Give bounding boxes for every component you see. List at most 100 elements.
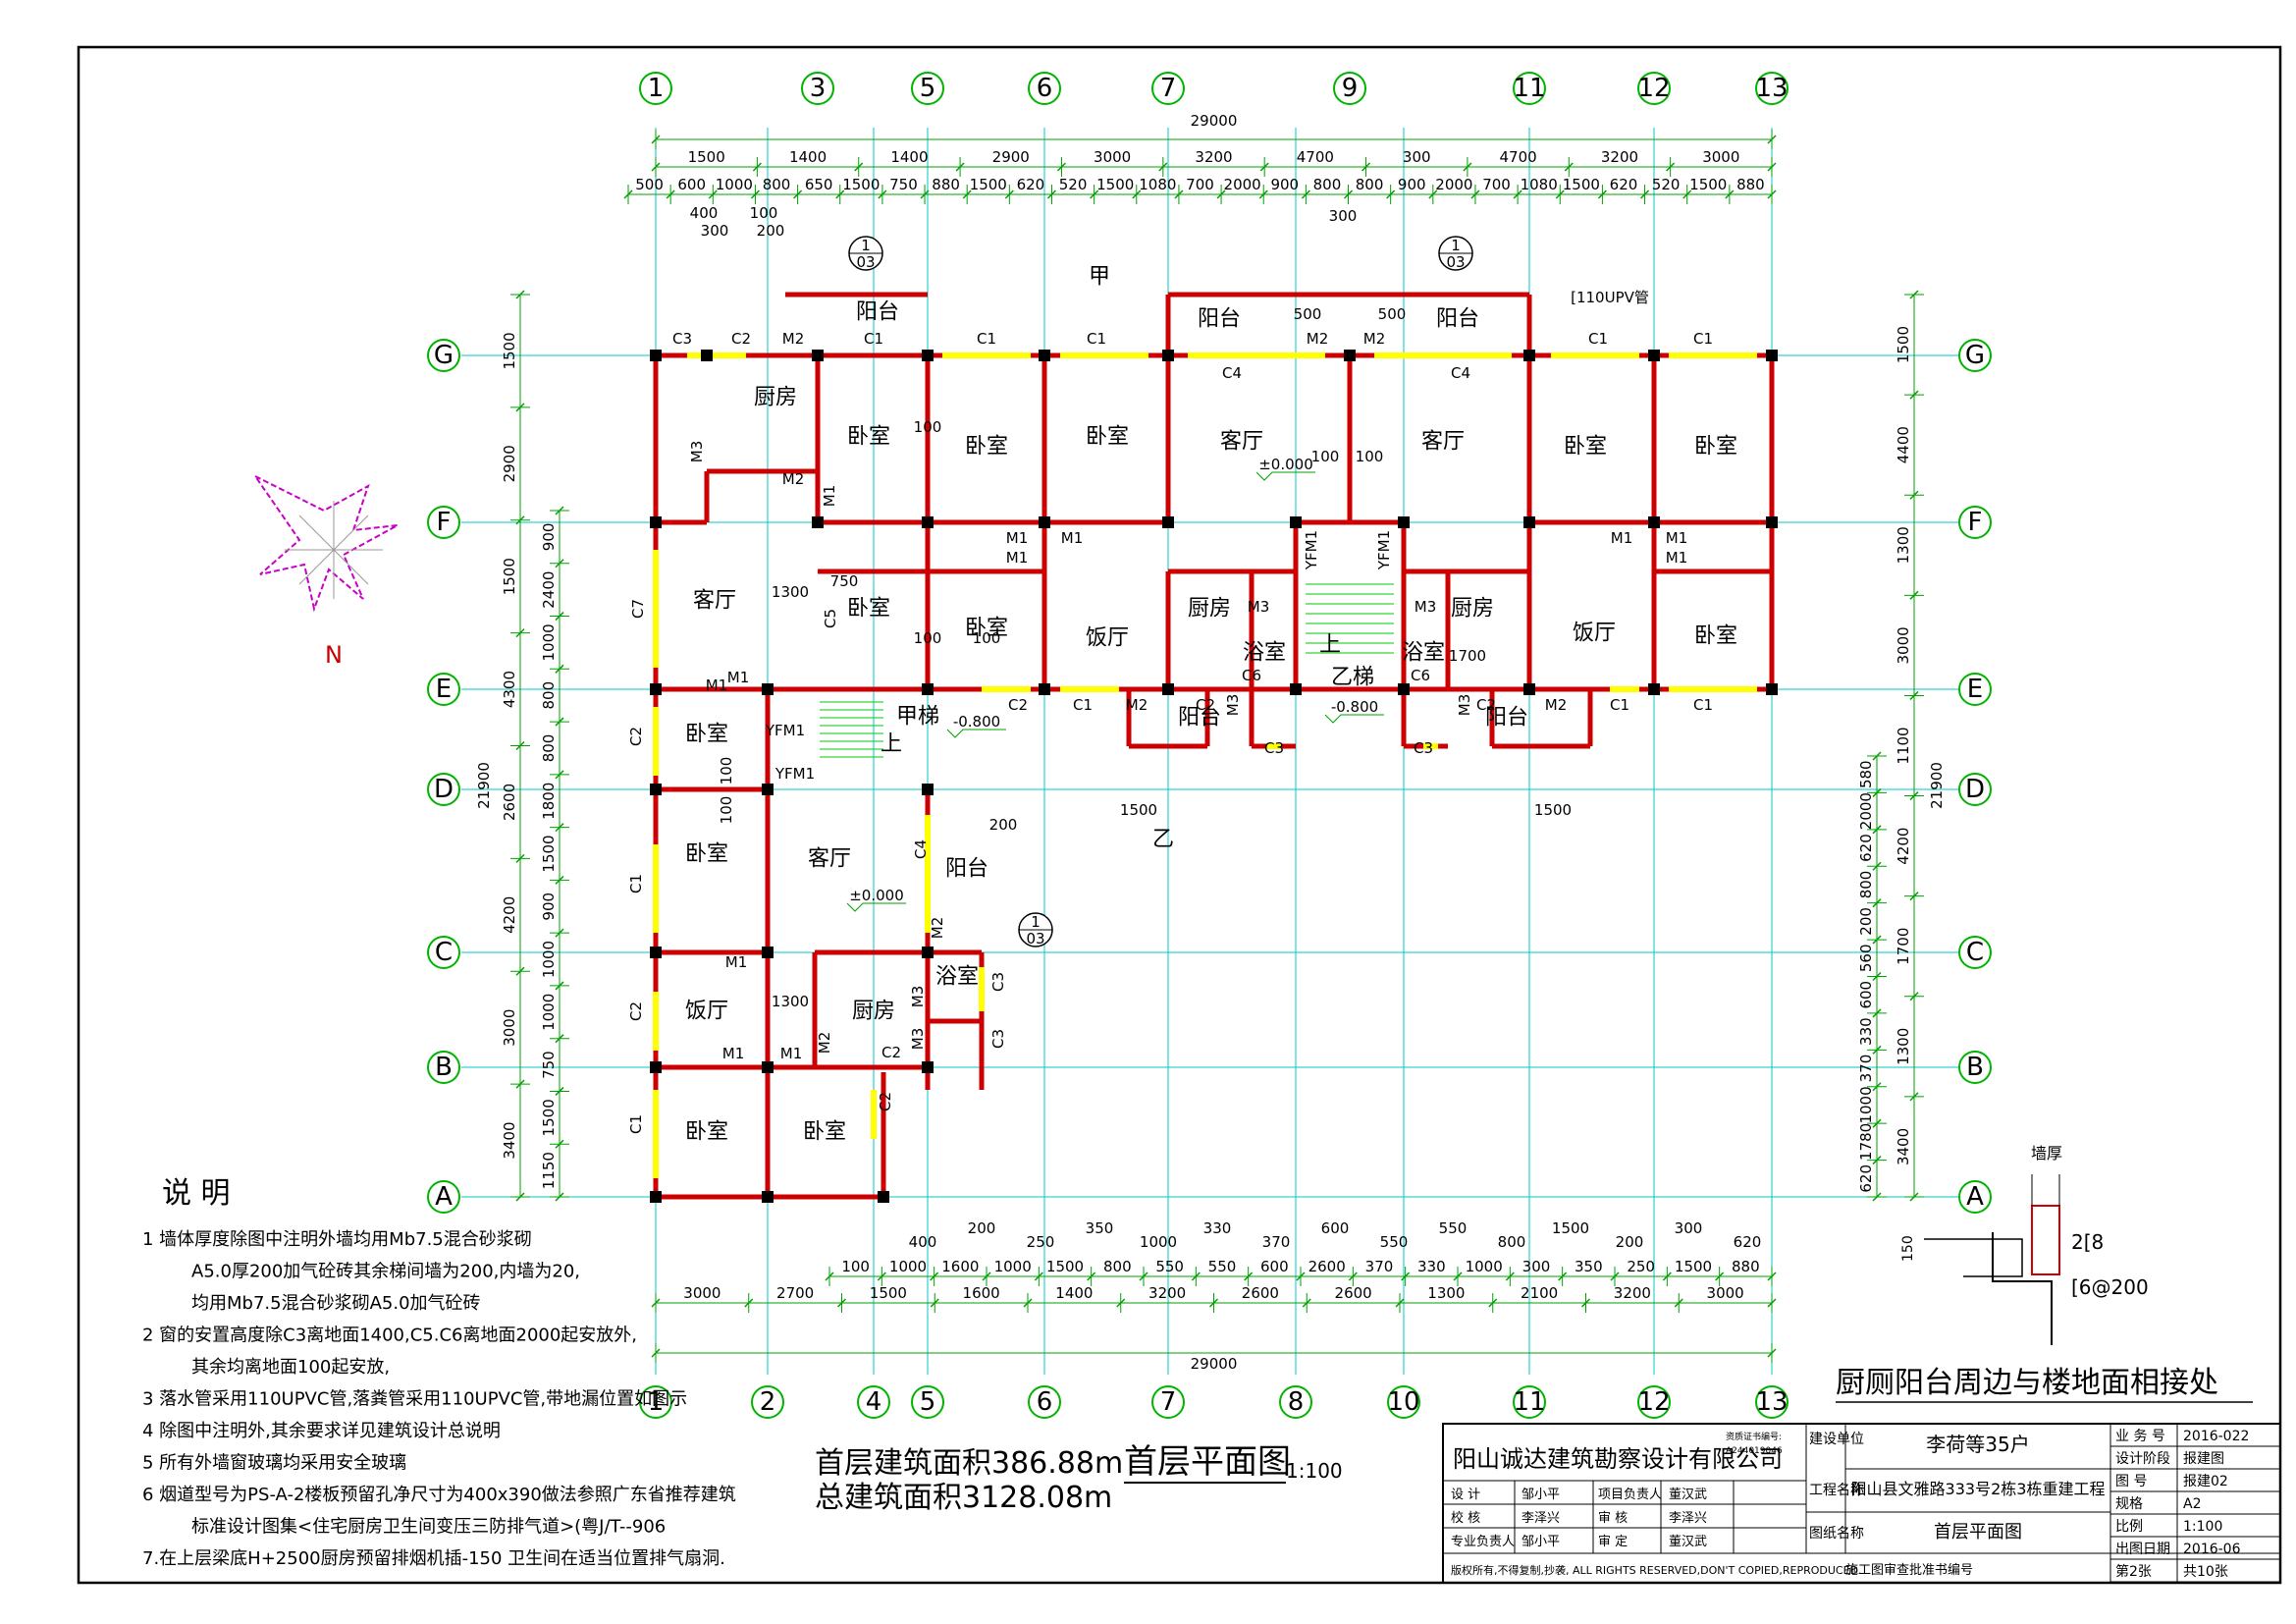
room-label: 阳台: [1178, 706, 1221, 731]
opening-tag: C1: [627, 1114, 645, 1134]
grid-bubble-left-D-label: D: [434, 775, 454, 804]
grid-bubble-top-12-label: 12: [1637, 74, 1670, 103]
grid-bubble-left-D: D: [427, 773, 460, 806]
grid-bubble-bottom-13-label: 13: [1755, 1387, 1788, 1417]
room-dim: 1500: [1534, 801, 1572, 819]
bottom-dim-row1-value: 1500: [870, 1284, 907, 1302]
opening-tag: M1: [727, 669, 750, 686]
right-dim-row1-value: 1500: [1895, 326, 1912, 363]
column: [1039, 683, 1050, 695]
top-dim-row2-value: 1500: [1689, 176, 1727, 193]
column: [701, 350, 713, 361]
room-label: 厨房: [754, 386, 797, 410]
opening-tag: YFM1: [774, 765, 815, 783]
right-dim-row2-value: 1780: [1857, 1123, 1875, 1161]
column: [1523, 683, 1535, 695]
svg-text:03: 03: [1446, 253, 1465, 271]
grid-bubble-top-11: 11: [1513, 72, 1546, 105]
top-dim-row1-value: 1400: [890, 148, 928, 166]
opening-tag: C2: [1476, 696, 1496, 714]
right-dim-row1-value: 3000: [1895, 626, 1912, 664]
grid-bubble-bottom-7: 7: [1151, 1385, 1185, 1419]
top-dim-row2-value: 750: [889, 176, 918, 193]
top-dim-row2-value: 600: [677, 176, 706, 193]
tb-right-key: 业 务 号: [2115, 1429, 2165, 1444]
column: [1290, 683, 1302, 695]
north-compass: N: [254, 475, 399, 669]
column: [812, 350, 824, 361]
column: [650, 516, 662, 528]
bottom-dim-row3-value: 200: [968, 1219, 996, 1237]
stair-label-a: 甲梯: [896, 705, 939, 730]
room-label: 客厅: [693, 589, 736, 614]
column: [1398, 516, 1410, 528]
detail-bar2: [6@200: [2071, 1275, 2149, 1299]
pipe-label: [110UPV管: [1571, 289, 1649, 306]
left-dim-row2-value: 1000: [540, 994, 558, 1031]
grid-bubble-top-6: 6: [1028, 72, 1061, 105]
top-dim-row2-value: 1080: [1139, 176, 1176, 193]
room-dim: 500: [1378, 305, 1407, 323]
room-label: 饭厅: [1086, 626, 1129, 651]
opening-tag: M3: [909, 1028, 927, 1051]
right-dim-row1-value: 3400: [1895, 1128, 1912, 1165]
left-dim-row2-value: 1500: [540, 835, 558, 872]
tb-drawing: 首层平面图: [1934, 1522, 2022, 1543]
tb-right-key: 规格: [2115, 1496, 2143, 1512]
elevation-mark: -0.800: [953, 713, 1000, 731]
column: [1162, 350, 1174, 361]
tb-right-value: 共10张: [2183, 1564, 2228, 1580]
top-dim-row2-value: 800: [1313, 176, 1342, 193]
bottom-dim-row3-value: 200: [1616, 1233, 1644, 1251]
opening-tag: YFM1: [765, 722, 805, 739]
column: [1162, 683, 1174, 695]
grid-bubble-right-D-label: D: [1965, 775, 1985, 804]
top-dim-row1-value: 3000: [1702, 148, 1739, 166]
opening-tag: C6: [1411, 667, 1430, 684]
bottom-dim-row2-value: 100: [841, 1258, 870, 1275]
column: [1523, 350, 1535, 361]
opening-tag: YFM1: [1303, 530, 1320, 570]
grid-bubble-left-A: A: [427, 1180, 460, 1214]
grid-bubble-right-B-label: B: [1966, 1053, 1984, 1082]
detail-title: 厨厕阳台周边与楼地面相接处: [1836, 1366, 2218, 1400]
opening-tag: C4: [1451, 364, 1470, 382]
bottom-dim-row3-value: 550: [1380, 1233, 1409, 1251]
room-dim: 100: [718, 796, 735, 825]
top-dim-row2-value: 880: [932, 176, 960, 193]
grid-bubble-left-B-label: B: [435, 1053, 453, 1082]
tb-role2: 项目负责人: [1598, 1488, 1662, 1502]
bottom-dim-row2-value: 1000: [1466, 1258, 1503, 1275]
top-dim-row1-value: 4700: [1297, 148, 1334, 166]
top-dim-row2-value: 1500: [842, 176, 880, 193]
column: [650, 1191, 662, 1203]
section-mark: 103: [848, 236, 883, 271]
room-label: 阳台: [1436, 307, 1479, 332]
column: [1039, 350, 1050, 361]
top-dim-row2-value: 520: [1059, 176, 1088, 193]
tb-client-label: 建设单位: [1809, 1432, 1864, 1447]
column: [762, 1061, 774, 1073]
tb-role: 设 计: [1451, 1488, 1480, 1502]
opening-tag: M3: [688, 441, 706, 463]
room-dim: 500: [1294, 305, 1322, 323]
grid-bubble-right-D: D: [1958, 773, 1992, 806]
bottom-dim-row2-value: 1000: [889, 1258, 927, 1275]
grid-bubble-bottom-6: 6: [1028, 1385, 1061, 1419]
right-dim-row2-value: 200: [1857, 907, 1875, 936]
column: [812, 516, 824, 528]
bottom-dim-row2-value: 800: [1103, 1258, 1132, 1275]
room-label: 卧室: [1564, 435, 1607, 460]
opening-tag: M1: [1666, 549, 1688, 567]
bottom-dim-row1-value: 1300: [1427, 1284, 1465, 1302]
bottom-dim-row1-value: 1400: [1055, 1284, 1093, 1302]
tb-name2: 李泽兴: [1669, 1511, 1707, 1526]
room-label: 卧室: [685, 723, 728, 747]
room-label: 厨房: [852, 1000, 895, 1024]
room-dim: 1500: [1120, 801, 1157, 819]
grid-bubble-right-E-label: E: [1967, 675, 1983, 704]
note-line: 5 所有外墙窗玻璃均采用安全玻璃: [142, 1453, 406, 1474]
top-dim-row2-value: 620: [1017, 176, 1045, 193]
bottom-dim-row2-value: 550: [1155, 1258, 1184, 1275]
